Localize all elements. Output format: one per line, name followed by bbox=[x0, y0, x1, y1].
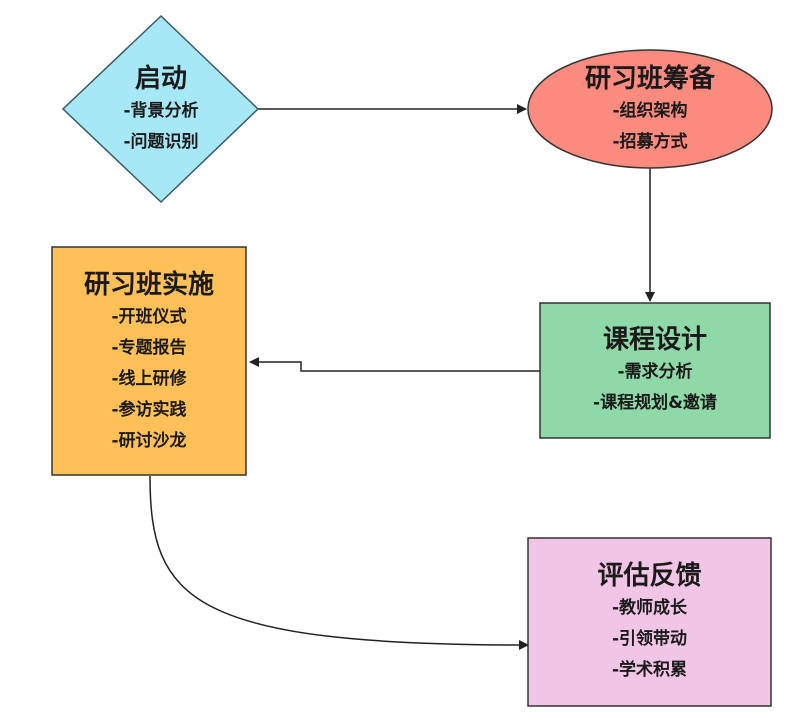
design-item: -课程规划&邀请 bbox=[593, 393, 717, 413]
prep-title: 研习班筹备 bbox=[584, 64, 715, 94]
implement-item: -专题报告 bbox=[111, 337, 187, 358]
start-item: -问题识别 bbox=[123, 132, 199, 152]
start-title: 启动 bbox=[134, 64, 187, 94]
design-box bbox=[539, 302, 771, 439]
start-item: -背景分析 bbox=[123, 101, 199, 121]
evaluate-item: -教师成长 bbox=[611, 597, 688, 618]
evaluate-title: 评估反馈 bbox=[597, 560, 702, 591]
evaluate-item: -学术积累 bbox=[611, 659, 688, 680]
implement-node-text: 研习班实施 -开班仪式 -专题报告 -线上研修 -参访实践 -研讨沙龙 bbox=[52, 262, 246, 462]
implement-item: -研讨沙龙 bbox=[111, 430, 187, 451]
implement-box bbox=[51, 246, 247, 476]
start-diamond bbox=[61, 14, 260, 204]
implement-title: 研习班实施 bbox=[83, 269, 214, 300]
arrow-implement-to-evaluate bbox=[149, 475, 529, 650]
evaluate-item: -引领带动 bbox=[611, 628, 688, 649]
design-title: 课程设计 bbox=[602, 325, 707, 355]
design-node-text: 课程设计 -需求分析 -课程规划&邀请 bbox=[540, 312, 770, 430]
evaluate-box bbox=[527, 537, 772, 707]
prep-item: -组织架构 bbox=[612, 101, 688, 121]
prep-node-text: 研习班筹备 -组织架构 -招募方式 bbox=[528, 52, 772, 168]
implement-item: -开班仪式 bbox=[111, 306, 187, 327]
prep-ellipse bbox=[527, 49, 773, 169]
arrow-design-to-implement bbox=[249, 357, 540, 372]
implement-item: -参访实践 bbox=[111, 399, 187, 420]
implement-item: -线上研修 bbox=[111, 368, 187, 389]
evaluate-node-text: 评估反馈 -教师成长 -引领带动 -学术积累 bbox=[528, 548, 771, 696]
prep-item: -招募方式 bbox=[612, 132, 688, 152]
start-node-text: 启动 -背景分析 -问题识别 bbox=[63, 52, 259, 168]
design-item: -需求分析 bbox=[617, 362, 693, 382]
